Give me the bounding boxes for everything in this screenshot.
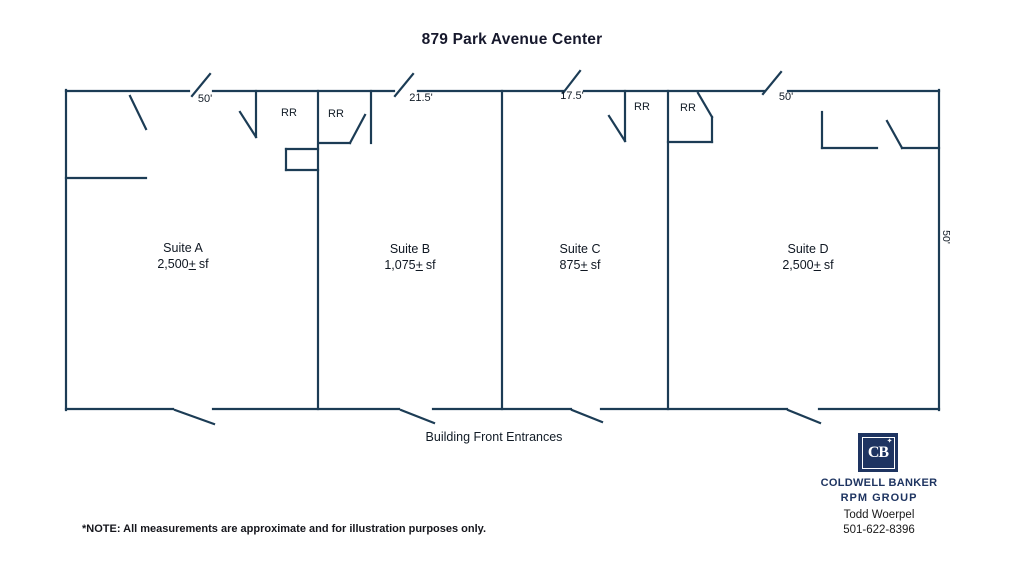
rr-a-door-swing (238, 110, 258, 139)
suite-d-room-door-swing (885, 119, 904, 150)
suite-b-label: Suite B 1,075+sf (384, 241, 435, 273)
rr-c-door-swing (607, 114, 627, 143)
rr-d-door-swing (696, 91, 714, 119)
wall-lines (64, 69, 941, 426)
dimension-suite-d-width: 50' (778, 91, 794, 103)
suite-b-name: Suite B (389, 242, 431, 256)
coldwell-banker-logo-frame: CB ✦ (861, 436, 895, 469)
restroom-label-4: RR (680, 102, 696, 114)
door-swing-suite-a-office (128, 94, 148, 131)
door-swing-front-b (399, 408, 436, 425)
restroom-label-2: RR (328, 108, 344, 120)
suite-a-label: Suite A 2,500+sf (157, 240, 208, 272)
dimension-suite-a-width: 50' (197, 93, 213, 105)
building-front-entrances-label: Building Front Entrances (425, 430, 563, 444)
door-swing-top-b (393, 72, 415, 98)
dimension-suite-c-width: 17.5' (560, 90, 584, 102)
door-swing-front-d (786, 408, 822, 425)
suite-c-label: Suite C 875+sf (560, 241, 601, 273)
suite-d-name: Suite D (787, 242, 829, 256)
brand-company-name: COLDWELL BANKER (820, 477, 938, 489)
suite-d-label: Suite D 2,500+sf (782, 241, 833, 273)
agent-phone: 501-622-8396 (843, 524, 915, 536)
door-swing-top-a (190, 72, 212, 98)
suite-d-size: 2,500+sf (782, 258, 834, 272)
cb-monogram: CB (867, 443, 889, 461)
restroom-label-1: RR (281, 107, 297, 119)
disclaimer-note: *NOTE: All measurements are approximate … (82, 523, 487, 535)
suite-a-size: 2,500+sf (157, 257, 209, 271)
door-swing-top-c (561, 69, 582, 95)
dimension-building-depth: 50' (940, 230, 952, 244)
suite-a-name: Suite A (163, 241, 203, 255)
brand-group-name: RPM GROUP (840, 492, 918, 504)
suite-c-name: Suite C (559, 242, 601, 256)
restroom-label-3: RR (634, 101, 650, 113)
agent-name: Todd Woerpel (843, 509, 915, 521)
suite-c-size: 875+sf (559, 258, 601, 272)
star-icon: ✦ (886, 437, 893, 445)
page-title: 879 Park Avenue Center (421, 31, 603, 48)
door-swing-front-a (173, 408, 216, 426)
suite-b-size: 1,075+sf (384, 258, 436, 272)
coldwell-banker-logo: CB ✦ (858, 433, 898, 472)
rr-b-door-swing (348, 113, 367, 145)
door-swing-front-c (570, 408, 604, 424)
dimension-suite-b-width: 21.5' (409, 92, 433, 104)
door-swing-top-d (761, 70, 783, 96)
